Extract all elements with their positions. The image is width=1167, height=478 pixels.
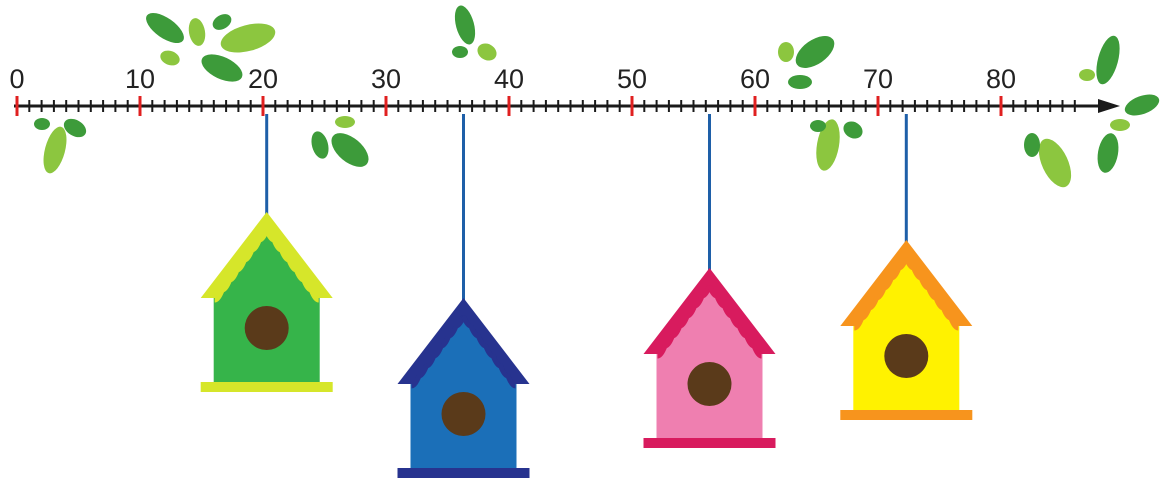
leaf-cluster-near-60: [778, 36, 863, 171]
pink-birdhouse-trim-left: [657, 285, 712, 359]
tick-label-70: 70: [863, 64, 893, 94]
pink-birdhouse-hole: [687, 362, 732, 406]
leaf-cluster-near-30: [311, 116, 369, 167]
green-birdhouse-trim-left: [214, 229, 270, 303]
pink-birdhouse-base: [643, 438, 776, 448]
birdhouses: [200, 114, 973, 478]
leaves-decoration: [34, 5, 1160, 188]
number-line: 0 10 20 30 40 50 60 70 80: [9, 64, 1120, 116]
yellow-birdhouse-trim-left: [853, 257, 909, 331]
green-birdhouse-base: [200, 382, 333, 392]
blue-birdhouse-gable: [413, 320, 514, 388]
green-birdhouse: [200, 114, 333, 392]
tick-label-40: 40: [494, 64, 524, 94]
yellow-birdhouse-hole: [884, 334, 929, 378]
pink-birdhouse-gable: [659, 290, 760, 358]
tick-label-80: 80: [986, 64, 1016, 94]
minor-ticks: [28, 100, 1076, 112]
tick-label-50: 50: [617, 64, 647, 94]
pink-birdhouse-trim-right: [707, 285, 762, 359]
tick-label-60: 60: [740, 64, 770, 94]
green-birdhouse-trim-right: [264, 229, 320, 303]
blue-birdhouse-base: [397, 468, 530, 478]
tick-label-30: 30: [371, 64, 401, 94]
blue-birdhouse-hole: [441, 392, 486, 436]
yellow-birdhouse: [840, 114, 973, 420]
leaf-cluster-top-40: [452, 5, 497, 61]
arrow-head-icon: [1098, 99, 1120, 113]
tick-label-0: 0: [9, 64, 24, 94]
blue-birdhouse-trim-left: [411, 315, 466, 389]
leaf-cluster-below-left: [34, 118, 87, 174]
green-birdhouse-hole: [244, 306, 289, 350]
pink-birdhouse: [643, 114, 776, 448]
leaf-cluster-right: [1024, 35, 1160, 188]
leaf-cluster-top-left: [146, 12, 276, 82]
green-birdhouse-gable: [216, 234, 317, 302]
blue-birdhouse: [397, 114, 530, 478]
blue-birdhouse-trim-right: [461, 315, 516, 389]
tick-labels: 0 10 20 30 40 50 60 70 80: [9, 64, 1016, 94]
major-ticks: [15, 96, 1003, 116]
yellow-birdhouse-gable: [856, 262, 957, 330]
yellow-birdhouse-trim-right: [903, 257, 959, 331]
tick-label-20: 20: [248, 64, 278, 94]
yellow-birdhouse-base: [840, 410, 973, 420]
tick-label-10: 10: [125, 64, 155, 94]
